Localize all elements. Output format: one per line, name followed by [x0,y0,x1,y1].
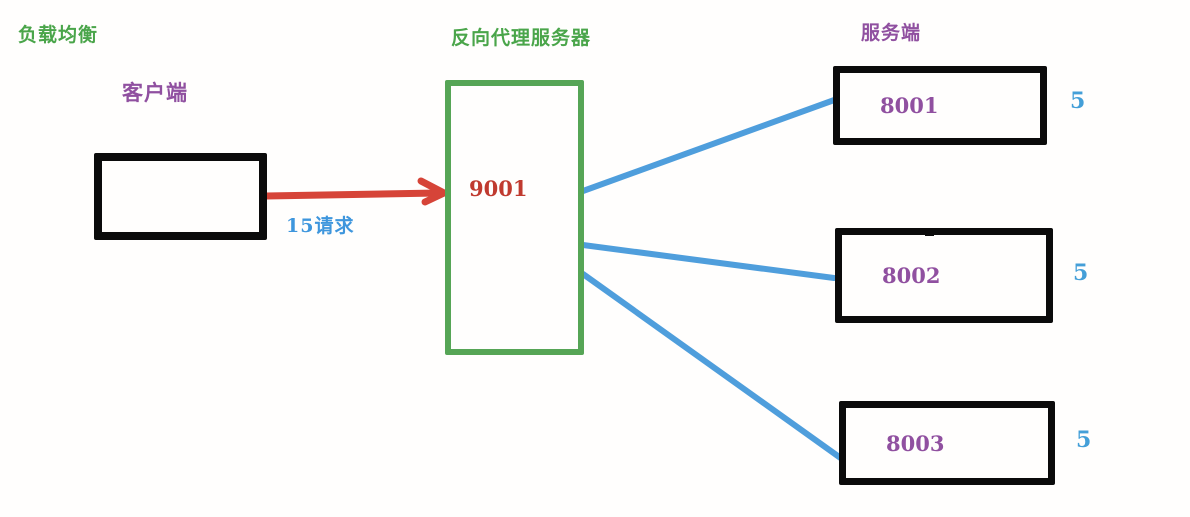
reverse-proxy-label: 反向代理服务器 [451,28,592,49]
request-count-label: 15请求 [286,215,355,237]
diagram-title: 负载均衡 [18,25,99,46]
reverse-proxy-box: 9001 [445,80,584,355]
server-box-8001: 8001 [833,66,1047,145]
server-port-label: 8003 [886,430,945,456]
client-label: 客户端 [122,82,188,105]
server-side-label: 服务端 [861,23,922,44]
ink-artifact [925,229,934,236]
server-box-8003: 8003 [839,401,1055,485]
proxy-to-server-8003-line [580,271,845,462]
server-port-label: 8001 [880,93,939,118]
server-8003-count: 5 [1076,427,1092,453]
proxy-port-label: 9001 [469,176,528,201]
proxy-to-server-8001-line [580,96,840,194]
client-box [94,153,267,240]
server-box-8002: 8002 [835,228,1053,323]
server-8002-count: 5 [1073,260,1089,286]
client-to-proxy-arrow [262,177,448,206]
proxy-to-server-8002-line [580,242,837,281]
server-8001-count: 5 [1070,88,1086,114]
server-port-label: 8002 [882,263,941,288]
